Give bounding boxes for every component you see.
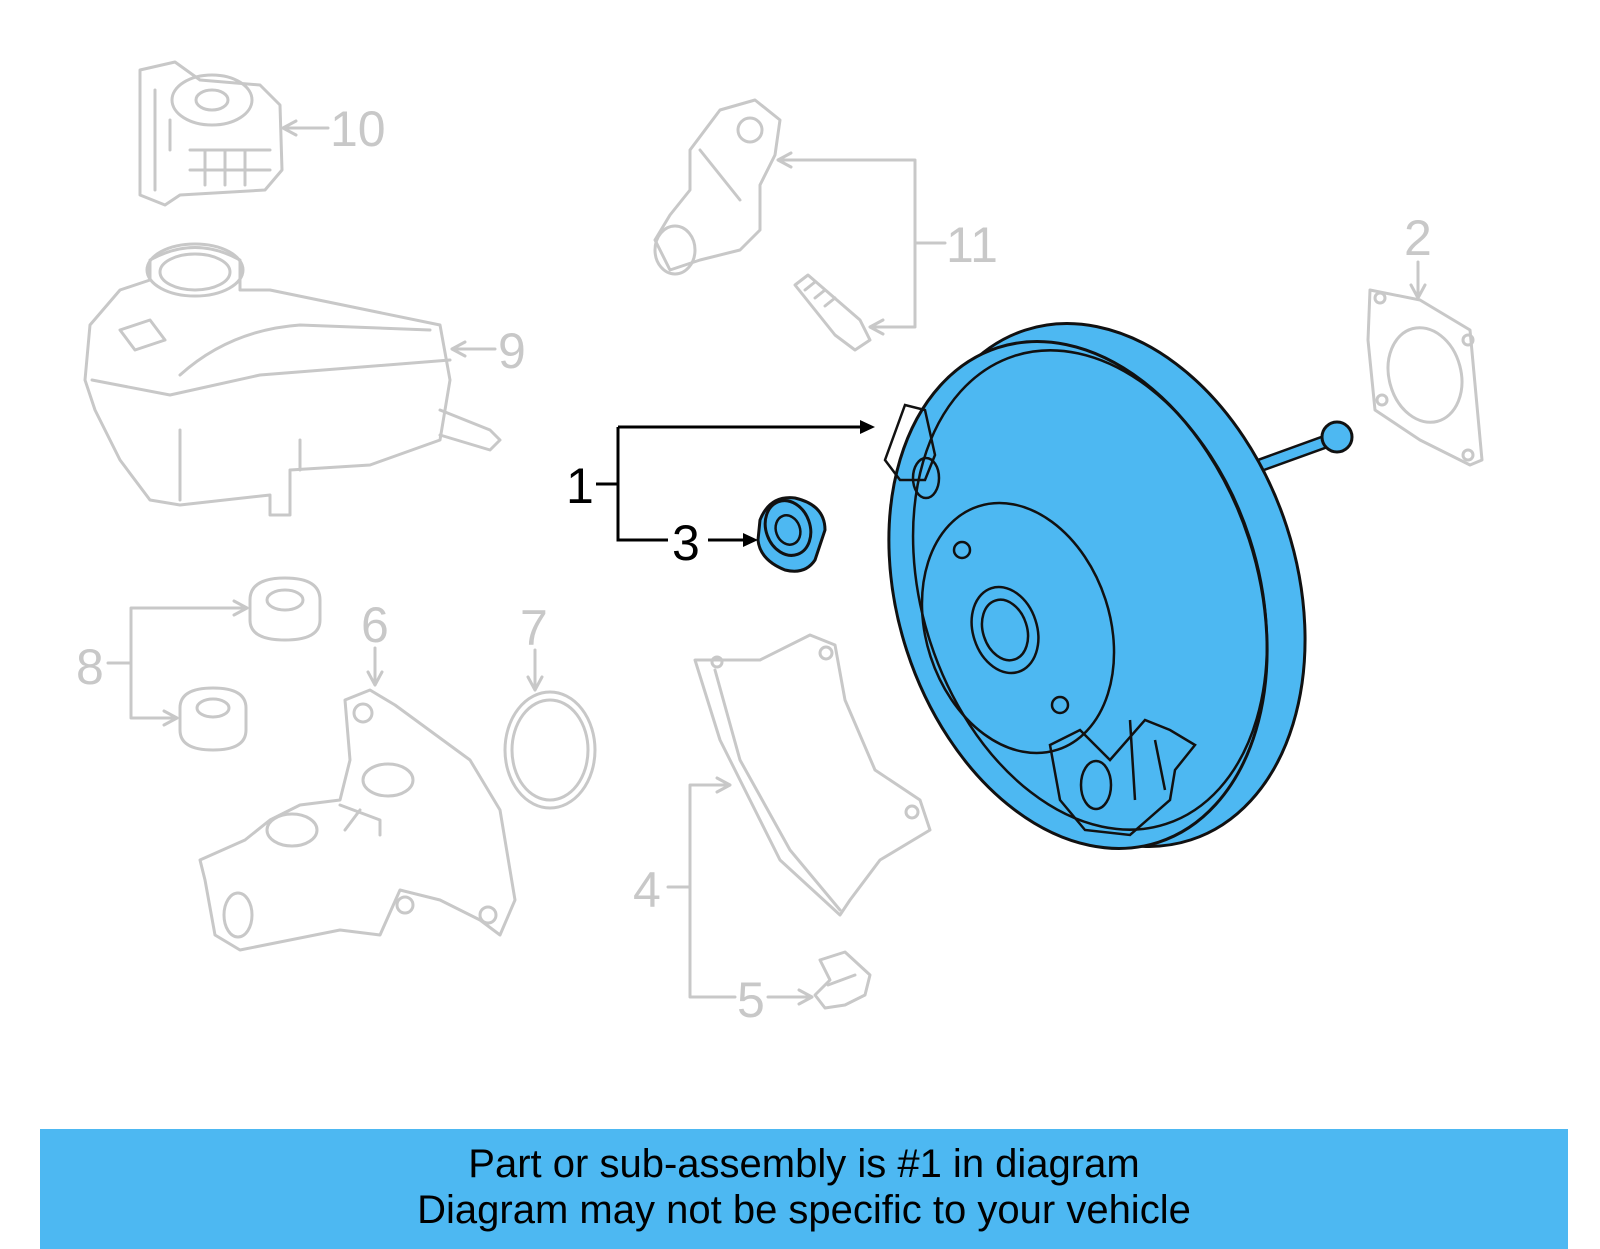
arrowhead-3 <box>743 533 758 547</box>
info-banner: Part or sub-assembly is #1 in diagram Di… <box>40 1129 1568 1249</box>
callout-7: 7 <box>520 600 548 656</box>
callout-5: 5 <box>737 972 765 1028</box>
callout-10: 10 <box>330 101 386 157</box>
callout-1: 1 <box>566 458 594 514</box>
callout-2: 2 <box>1404 210 1432 266</box>
part-6-master-cylinder <box>198 688 517 952</box>
part-7-o-ring <box>503 690 597 810</box>
callout-8: 8 <box>76 639 104 695</box>
callout-3: 3 <box>672 515 700 571</box>
part-2-gasket <box>1366 288 1484 467</box>
leader-4-5 <box>666 776 814 1006</box>
leader-10 <box>281 119 330 137</box>
parts-diagram: 10 9 11 2 <box>76 60 1484 1028</box>
part-1-brake-booster <box>883 322 1354 850</box>
leader-6 <box>366 646 384 687</box>
leader-2 <box>1409 260 1427 300</box>
part-4-heat-shield <box>693 633 932 917</box>
part-5-clip <box>813 950 872 1010</box>
leader-1-3 <box>596 425 868 542</box>
banner-line-2: Diagram may not be specific to your vehi… <box>417 1188 1191 1232</box>
leader-11 <box>776 151 947 336</box>
callout-4: 4 <box>633 862 661 918</box>
part-11-sensor <box>653 98 782 276</box>
banner-line-1: Part or sub-assembly is #1 in diagram <box>468 1142 1140 1186</box>
part-8-grommet-upper <box>248 576 322 642</box>
callout-9: 9 <box>498 323 526 379</box>
part-10-reservoir-cap <box>138 60 284 207</box>
part-8-grommet-lower <box>178 686 248 752</box>
leader-8 <box>106 599 249 727</box>
arrowhead-1 <box>860 420 875 434</box>
leader-7 <box>526 648 544 692</box>
part-11-bolt <box>793 273 872 352</box>
callout-6: 6 <box>361 597 389 653</box>
leader-9 <box>450 340 497 358</box>
part-9-fluid-reservoir <box>83 242 502 517</box>
part-3-grommet <box>756 496 827 573</box>
callout-11: 11 <box>946 217 998 273</box>
